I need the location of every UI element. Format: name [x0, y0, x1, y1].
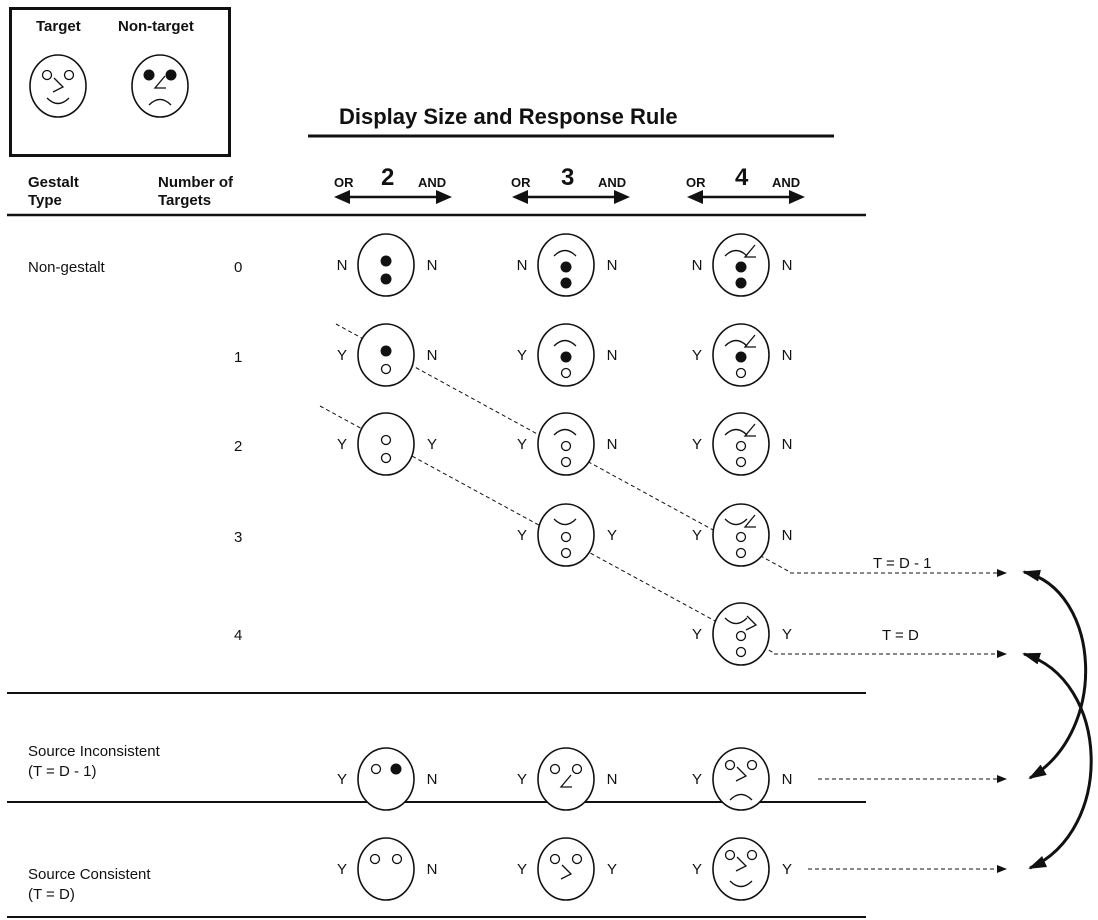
- size3-and: AND: [598, 175, 627, 190]
- face-source-inconsistent-d2: [357, 747, 415, 811]
- size2-and: AND: [418, 175, 447, 190]
- or-response-si-d2: Y: [337, 771, 347, 788]
- face-nongestalt-t3-d4: [712, 503, 770, 567]
- targets-0: 0: [234, 259, 243, 276]
- and-response-sc-d2: N: [427, 861, 438, 878]
- and-response-t3-d4: N: [782, 527, 793, 544]
- size4-value: 4: [735, 164, 749, 191]
- or-response-t3-d4: Y: [692, 527, 702, 544]
- nongestalt-label: Non-gestalt: [28, 259, 105, 276]
- size3-or: OR: [511, 175, 531, 190]
- face-nongestalt-t0-d4: [712, 233, 770, 297]
- or-response-t0-d3: N: [517, 257, 528, 274]
- face-nongestalt-t1-d2: [357, 323, 415, 387]
- and-response-t1-d2: N: [427, 347, 438, 364]
- size2-value: 2: [381, 164, 395, 191]
- source-inconsistent-label: Source Inconsistent: [28, 743, 160, 760]
- or-response-si-d3: Y: [517, 771, 527, 788]
- and-response-t2-d3: N: [607, 436, 618, 453]
- or-response-t2-d2: Y: [337, 436, 347, 453]
- size4-or: OR: [686, 175, 706, 190]
- or-response-t2-d3: Y: [517, 436, 527, 453]
- legend-target-face: [29, 54, 87, 118]
- size4-and: AND: [772, 175, 801, 190]
- and-response-si-d2: N: [427, 771, 438, 788]
- header-targets-line1: Number of: [158, 174, 233, 191]
- targets-2: 2: [234, 438, 243, 455]
- face-nongestalt-t2-d2: [357, 412, 415, 476]
- face-source-consistent-d4: [712, 837, 770, 901]
- face-nongestalt-t1-d4: [712, 323, 770, 387]
- or-response-t1-d4: Y: [692, 347, 702, 364]
- legend-nontarget-label: Non-target: [118, 18, 194, 35]
- source-consistent-sub: (T = D): [28, 886, 75, 903]
- and-response-t0-d4: N: [782, 257, 793, 274]
- header-targets-line2: Targets: [158, 192, 212, 209]
- annotation-t-d-minus-1: T = D - 1: [873, 555, 932, 572]
- size2-or: OR: [334, 175, 354, 190]
- curved-arrow-inconsistent: [1022, 569, 1087, 780]
- source-inconsistent-sub: (T = D - 1): [28, 763, 97, 780]
- face-nongestalt-t0-d2: [357, 233, 415, 297]
- and-response-si-d4: N: [782, 771, 793, 788]
- face-nongestalt-t4-d4: [712, 602, 770, 666]
- targets-1: 1: [234, 349, 243, 366]
- and-response-t2-d4: N: [782, 436, 793, 453]
- and-response-t2-d2: Y: [427, 436, 437, 453]
- face-nongestalt-t2-d3: [537, 412, 595, 476]
- face-source-consistent-d3: [537, 837, 595, 901]
- size3-value: 3: [561, 164, 575, 191]
- legend-nontarget-face: [131, 54, 189, 118]
- legend-box: [9, 7, 231, 157]
- legend-target-label: Target: [36, 18, 81, 35]
- or-response-t0-d4: N: [692, 257, 703, 274]
- or-response-t0-d2: N: [337, 257, 348, 274]
- and-response-t0-d2: N: [427, 257, 438, 274]
- and-response-t4-d4: Y: [782, 626, 792, 643]
- face-source-inconsistent-d3: [537, 747, 595, 811]
- or-response-t2-d4: Y: [692, 436, 702, 453]
- and-response-sc-d3: Y: [607, 861, 617, 878]
- or-response-sc-d2: Y: [337, 861, 347, 878]
- and-response-si-d3: N: [607, 771, 618, 788]
- and-response-t1-d4: N: [782, 347, 793, 364]
- or-response-t1-d3: Y: [517, 347, 527, 364]
- size2-arrow: [334, 190, 452, 204]
- and-response-sc-d4: Y: [782, 861, 792, 878]
- diagram-title: Display Size and Response Rule: [339, 104, 678, 129]
- face-source-inconsistent-d4: [712, 747, 770, 811]
- and-response-t3-d3: Y: [607, 527, 617, 544]
- annotation-t-d: T = D: [882, 627, 919, 644]
- or-response-t1-d2: Y: [337, 347, 347, 364]
- and-response-t0-d3: N: [607, 257, 618, 274]
- face-source-consistent-d2: [357, 837, 415, 901]
- header-gestalt-line1: Gestalt: [28, 174, 79, 191]
- face-nongestalt-t2-d4: [712, 412, 770, 476]
- targets-3: 3: [234, 529, 243, 546]
- or-response-sc-d3: Y: [517, 861, 527, 878]
- curved-arrow-consistent: [1022, 652, 1093, 870]
- size4-arrow: [687, 190, 805, 204]
- source-consistent-label: Source Consistent: [28, 866, 151, 883]
- face-nongestalt-t3-d3: [537, 503, 595, 567]
- or-response-t3-d3: Y: [517, 527, 527, 544]
- or-response-t4-d4: Y: [692, 626, 702, 643]
- targets-4: 4: [234, 627, 243, 644]
- header-gestalt-line2: Type: [28, 192, 62, 209]
- and-response-t1-d3: N: [607, 347, 618, 364]
- face-nongestalt-t1-d3: [537, 323, 595, 387]
- size3-arrow: [512, 190, 630, 204]
- or-response-si-d4: Y: [692, 771, 702, 788]
- or-response-sc-d4: Y: [692, 861, 702, 878]
- face-nongestalt-t0-d3: [537, 233, 595, 297]
